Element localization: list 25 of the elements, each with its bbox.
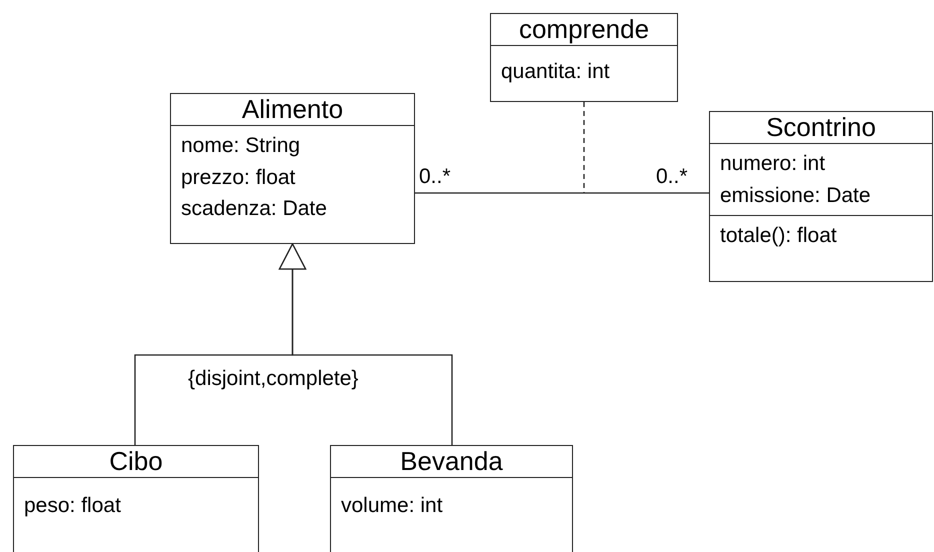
association-line — [415, 192, 709, 194]
class-box — [709, 111, 933, 282]
class-name: comprende — [518, 14, 650, 46]
attribute-text: numero: int — [720, 151, 826, 178]
attribute-text: volume: int — [341, 493, 444, 520]
class-box — [490, 13, 678, 102]
operation-text: totale(): float — [720, 223, 838, 250]
generalization-arrow — [278, 243, 453, 445]
constraint-label: {disjoint,complete} — [188, 367, 358, 391]
attribute-text: scadenza: Date — [181, 196, 328, 222]
attribute-text: prezzo: float — [181, 164, 296, 191]
class-name: Alimento — [240, 94, 344, 126]
class-box — [330, 445, 573, 552]
attribute-text: nome: String — [181, 133, 302, 160]
class-box — [13, 445, 259, 552]
class-name: Scontrino — [765, 112, 877, 144]
class-name: Cibo — [108, 446, 164, 478]
class-name: Bevanda — [399, 446, 504, 478]
attribute-text: emissione: Date — [720, 182, 872, 209]
attribute-text: quantita: int — [501, 59, 611, 86]
association-class-line — [583, 102, 585, 193]
multiplicity-label: 0..* — [656, 165, 688, 189]
attribute-text: peso: float — [24, 493, 122, 520]
class-box — [170, 93, 415, 244]
multiplicity-label: 0..* — [419, 165, 451, 189]
